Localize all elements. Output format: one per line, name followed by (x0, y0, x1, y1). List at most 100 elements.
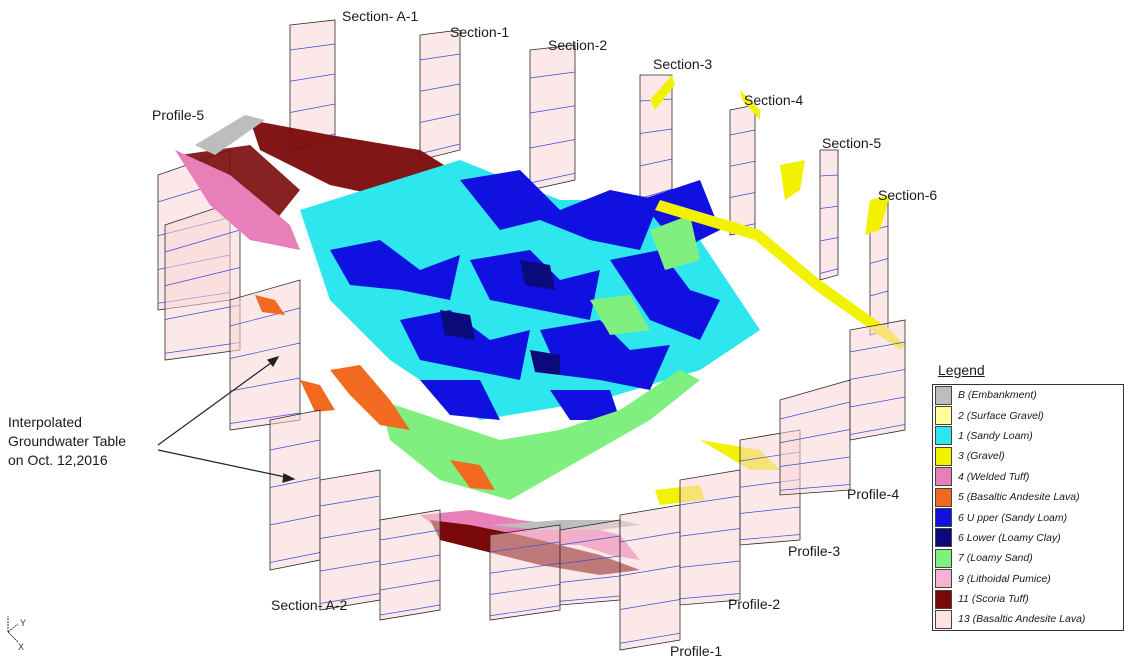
legend-swatch (935, 426, 952, 446)
legend-item-label: 3 (Gravel) (958, 450, 1005, 463)
section-panel (419, 29, 461, 161)
panel-grid-line (849, 369, 906, 380)
legend-item-label: 9 (Lithoidal Pumice) (958, 572, 1051, 585)
panel-grid-line (489, 584, 561, 595)
panel-grid-line (679, 593, 741, 600)
legend-item-label: 7 (Loamy Sand) (958, 552, 1033, 565)
panel-grid-line (529, 172, 576, 184)
annotation-line-1: Interpolated (8, 414, 82, 430)
legend-item-label: B (Embankment) (958, 389, 1037, 402)
axis-indicator: Y X (7, 616, 26, 652)
groundwater-annotation: Interpolated Groundwater Table on Oct. 1… (8, 413, 126, 470)
panel-grid-line (229, 307, 301, 327)
panel-grid-line (229, 377, 301, 392)
legend-item-label: 4 (Welded Tuff) (958, 470, 1030, 483)
panel-grid-line (164, 229, 241, 253)
legend-item-label: 6 Lower (Loamy Clay) (958, 531, 1061, 544)
legend: Legend B (Embankment)2 (Surface Gravel)1… (932, 362, 1132, 631)
axis-x-label: X (18, 642, 24, 652)
panel-grid-line (779, 456, 851, 467)
panel-grid-line (269, 439, 321, 451)
panel-grid-line (679, 495, 741, 506)
profile-label-4: Profile-4 (847, 486, 900, 502)
panel-grid-line (319, 528, 381, 539)
legend-item-label: 5 (Basaltic Andesite Lava) (958, 491, 1080, 504)
panel-grid-line (379, 579, 441, 591)
legend-item: 6 Lower (Loamy Clay) (933, 528, 1123, 548)
panel-grid-line (739, 534, 801, 541)
panel-grid-line (419, 53, 461, 61)
panel-grid-line (819, 205, 839, 209)
panel-grid-line (779, 484, 851, 491)
panel-grid-line (269, 552, 321, 563)
front-panel (779, 379, 851, 496)
panel-grid-line (289, 73, 336, 82)
panel-grid-line (379, 604, 441, 616)
panel-grid-line (269, 514, 321, 526)
panel-grid-line (819, 174, 839, 177)
panel-grid-line (619, 632, 681, 644)
annotation-line-3: on Oct. 12,2016 (8, 452, 108, 468)
basaltic-lava-layer (255, 295, 495, 490)
panel-grid-line (559, 575, 621, 583)
front-panel (619, 504, 681, 651)
geology-surfaces (175, 75, 905, 575)
legend-item: 2 (Surface Gravel) (933, 405, 1123, 426)
profile-label-2: Profile-2 (728, 596, 781, 612)
section-label-3: Section-3 (653, 56, 713, 72)
section-panel (529, 44, 576, 191)
embankment-layer (195, 115, 265, 155)
legend-swatch (935, 467, 952, 487)
panel-grid-line (729, 160, 756, 167)
legend-item: 11 (Scoria Tuff) (933, 589, 1123, 609)
panel-grid-line (779, 429, 851, 444)
panel-grid-line (269, 477, 321, 488)
panel-grid-line (489, 562, 561, 574)
panel-grid-line (164, 267, 241, 287)
front-panel (679, 469, 741, 606)
section-panel (729, 104, 756, 236)
legend-item-label: 2 (Surface Gravel) (958, 409, 1044, 422)
panel-grid-line (869, 258, 889, 264)
legend-swatch (935, 385, 952, 405)
front-panel (849, 319, 906, 441)
section-label-2: Section-2 (548, 37, 608, 53)
panel-grid-line (229, 342, 301, 359)
panel-grid-line (679, 560, 741, 568)
panel-grid-line (619, 531, 681, 543)
legend-item-label: 6 U pper (Sandy Loam) (958, 511, 1068, 524)
panel-grid-line (849, 396, 906, 408)
legend-item: 7 (Loamy Sand) (933, 548, 1123, 568)
section-label-a1: Section- A-1 (342, 8, 419, 24)
section-label-5: Section-5 (822, 135, 882, 151)
legend-item: 6 U pper (Sandy Loam) (933, 507, 1123, 528)
front-panel (489, 524, 561, 621)
section-label-4: Section-4 (744, 92, 804, 108)
legend-swatch (935, 406, 952, 426)
front-panel (319, 469, 381, 611)
legend-swatch (935, 609, 952, 629)
front-panel (379, 509, 441, 621)
panel-grid-line (419, 83, 461, 92)
legend-swatch (935, 446, 952, 466)
legend-item: B (Embankment) (933, 385, 1123, 405)
panel-grid-line (319, 495, 381, 507)
legend-swatch (935, 508, 952, 528)
welded-tuff-layer (175, 150, 300, 250)
panel-grid-line (819, 237, 839, 242)
panel-grid-line (529, 71, 576, 79)
annotation-line-2: Groundwater Table (8, 433, 127, 449)
section-panel (819, 149, 839, 281)
panel-grid-line (729, 192, 756, 198)
panel-grid-line (849, 341, 906, 353)
panel-grid-line (289, 103, 336, 113)
panel-grid-line (639, 128, 673, 134)
panel-grid-line (639, 158, 673, 167)
panel-grid-line (849, 424, 906, 435)
panel-grid-line (379, 554, 441, 566)
section-label-a2: Section- A-2 (271, 597, 348, 613)
panel-grid-line (619, 599, 681, 610)
panel-grid-line (739, 506, 801, 514)
legend-swatch (935, 569, 952, 589)
legend-swatch (935, 589, 952, 609)
